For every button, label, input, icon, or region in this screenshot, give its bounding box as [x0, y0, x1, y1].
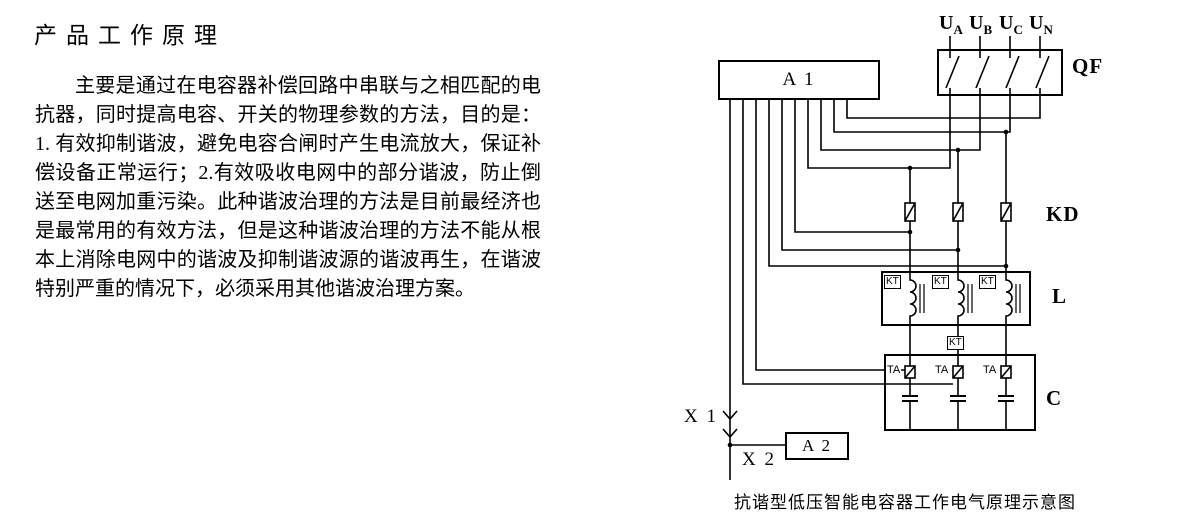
terminal-x2-label: X 2: [742, 449, 776, 470]
junction-dots: [727, 129, 1009, 448]
phase-ub-sub: B: [983, 22, 993, 37]
phase-ua-letter: U: [939, 12, 954, 34]
phase-uc-sub: C: [1013, 22, 1023, 37]
module-a2-label: A 2: [801, 436, 833, 455]
phase-un-label: UN: [1029, 12, 1053, 38]
principle-paragraph: 主要是通过在电容器补偿回路中串联与之相匹配的电抗器，同时提高电容、开关的物理参数…: [35, 75, 541, 300]
phase-uc-letter: U: [999, 12, 1014, 34]
ta-tag-3: TA: [982, 364, 998, 376]
phase-ub-letter: U: [969, 12, 984, 34]
phase-ua-sub: A: [953, 22, 963, 37]
controller-a1-label: A 1: [782, 69, 816, 90]
phase-ua-label: UA: [939, 12, 963, 38]
phase-uc-label: UC: [999, 12, 1023, 38]
breaker-qf-label: QF: [1072, 54, 1104, 78]
figure-caption: 抗谐型低压智能电容器工作电气原理示意图: [734, 493, 1076, 512]
phase-ub-label: UB: [969, 12, 992, 38]
phase-un-letter: U: [1029, 12, 1044, 34]
module-a2-box: A 2: [785, 432, 849, 460]
ta-tag-1: TA: [886, 364, 902, 376]
reactor-l-label: L: [1052, 284, 1068, 308]
wires-group: [722, 36, 1063, 480]
kt-tag-3: KT: [979, 275, 996, 289]
phase-un-sub: N: [1043, 22, 1053, 37]
kt-tag-4: KT: [947, 336, 964, 350]
kt-tag-2: KT: [932, 275, 949, 289]
kt-tag-1: KT: [884, 275, 901, 289]
page-title: 产品工作原理: [34, 23, 226, 48]
ta-tag-2: TA: [934, 364, 950, 376]
contactor-kd-label: KD: [1046, 202, 1080, 226]
capacitor-c-label: C: [1046, 386, 1063, 410]
controller-a1-box: A 1: [718, 60, 880, 100]
terminal-x1-label: X 1: [684, 406, 718, 427]
